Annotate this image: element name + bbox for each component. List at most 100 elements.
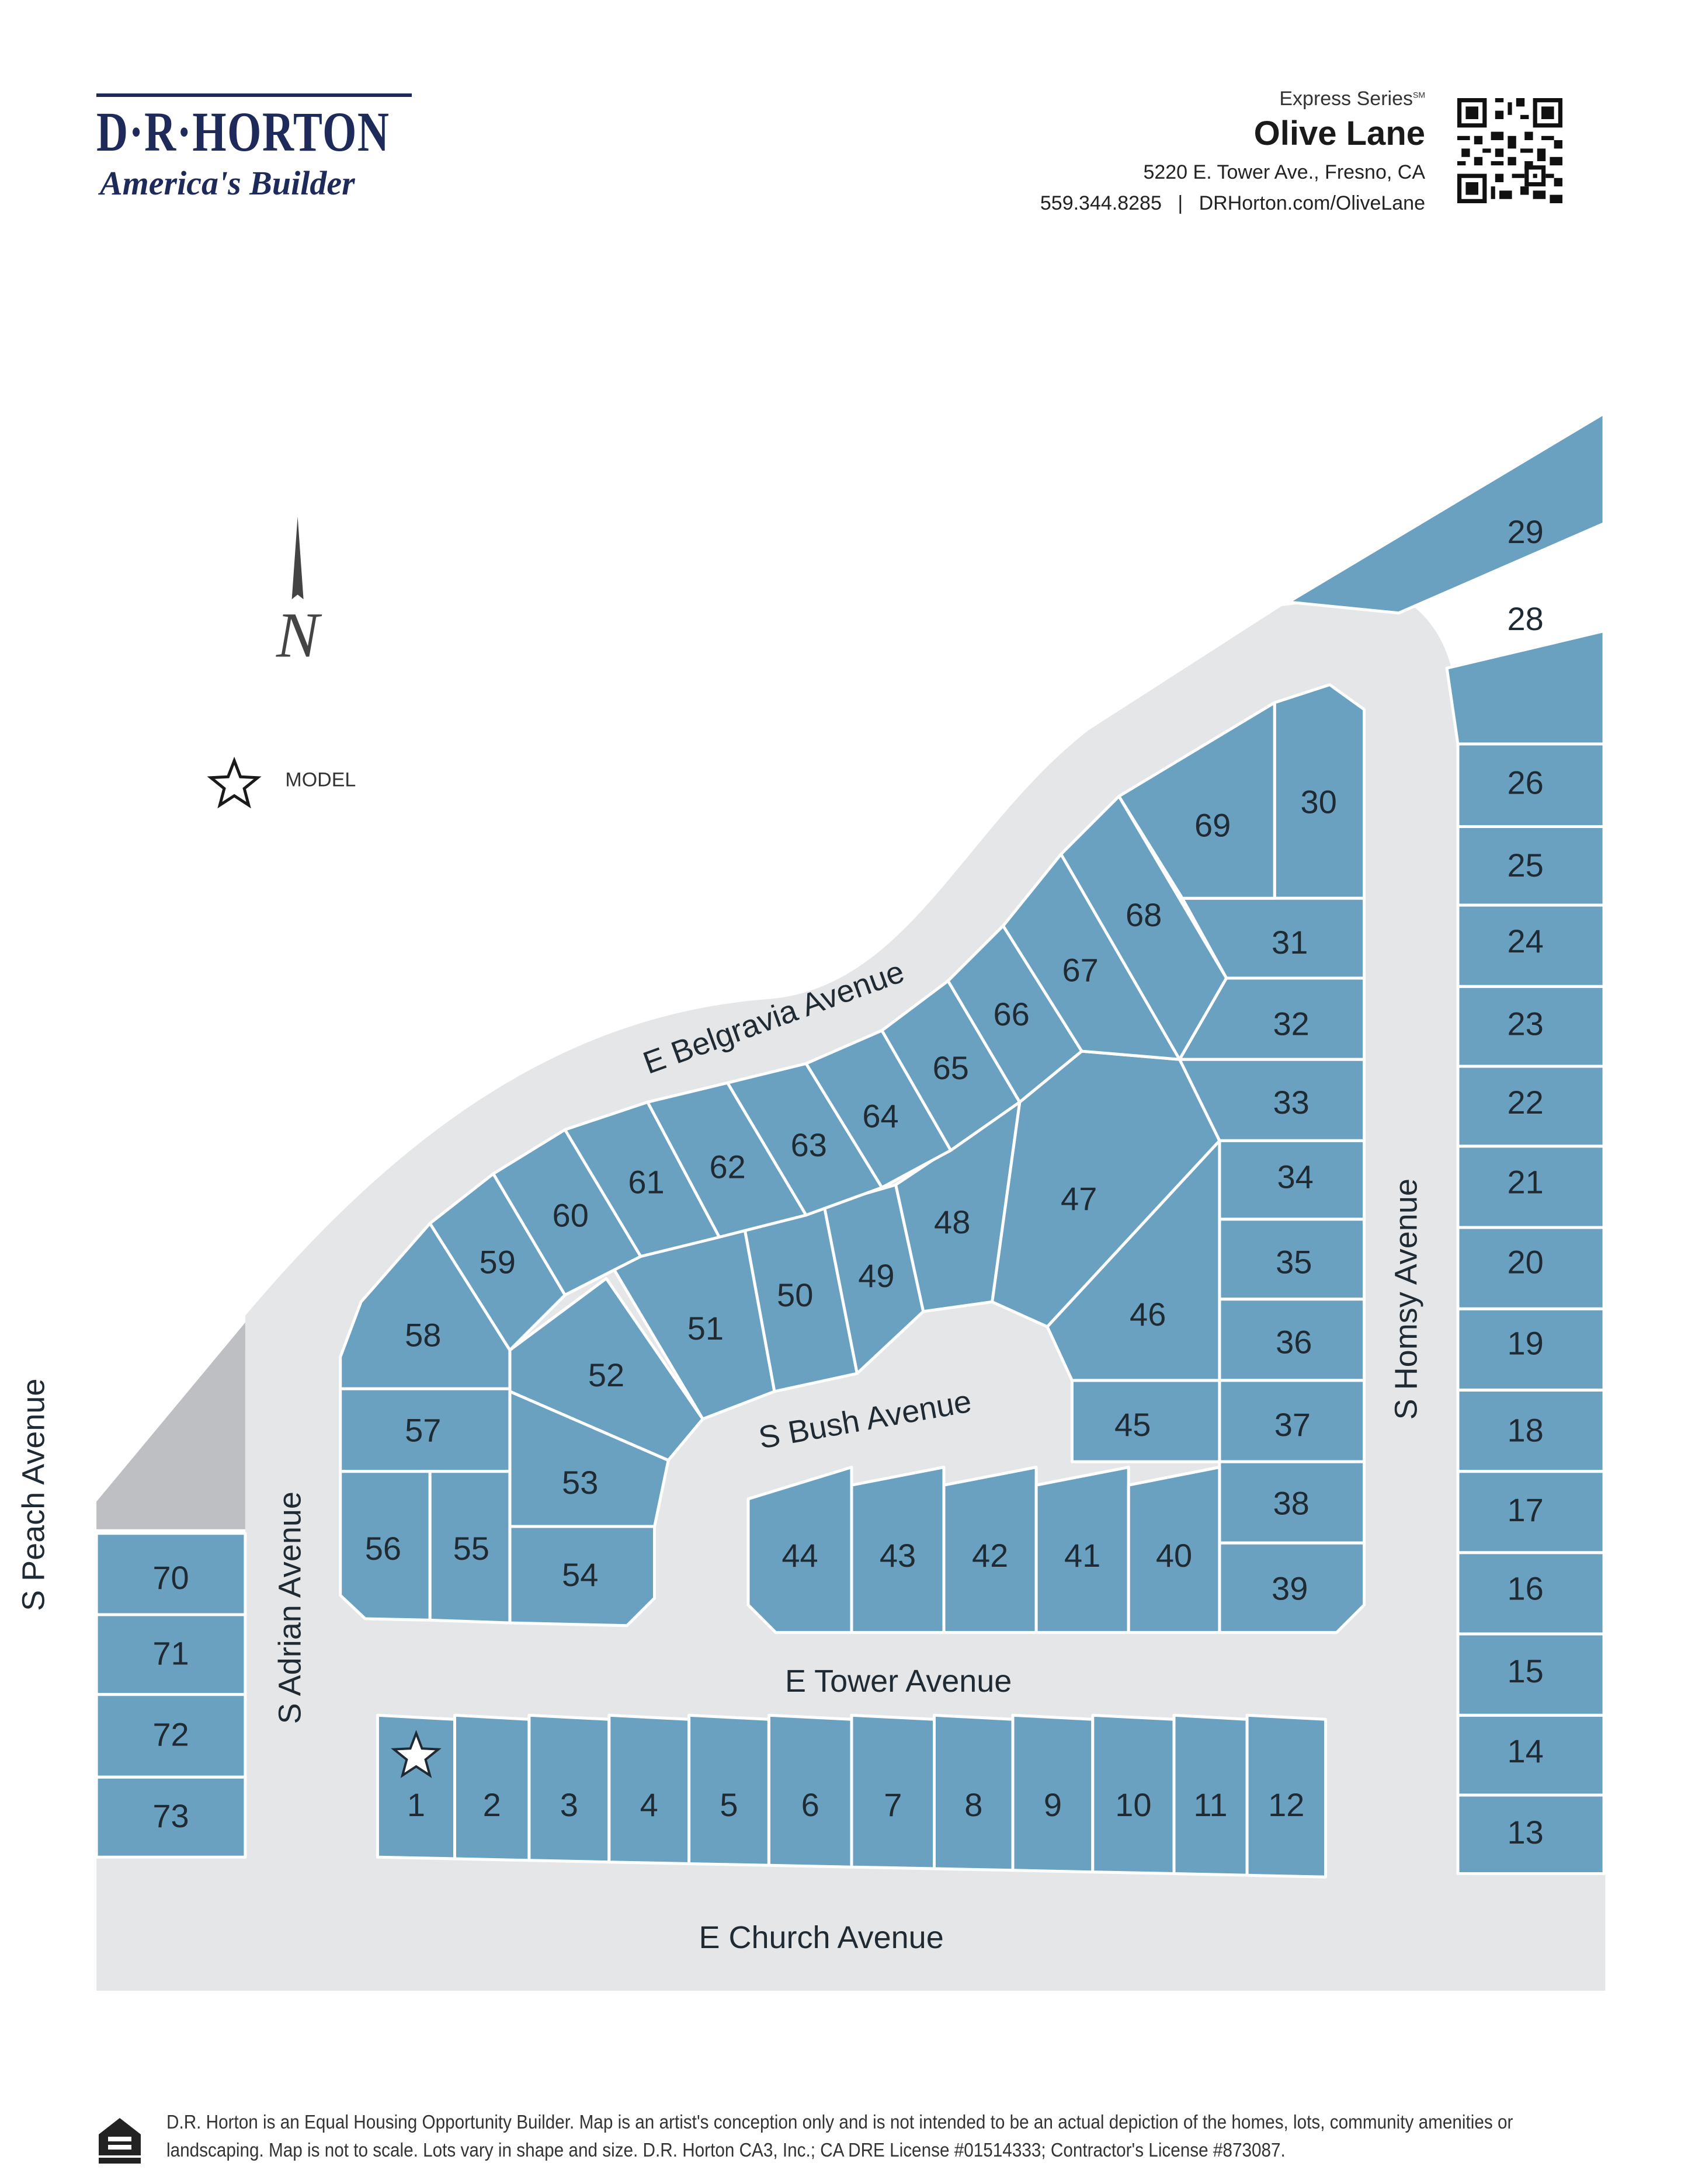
lot-71[interactable]: 71	[95, 1613, 247, 1696]
community-info: Express SeriesSM Olive Lane 5220 E. Towe…	[1040, 88, 1425, 215]
disclaimer: D.R. Horton is an Equal Housing Opportun…	[166, 2108, 1533, 2164]
legend-model-label: MODEL	[285, 769, 356, 791]
lot-72[interactable]: 72	[95, 1693, 247, 1779]
lot-8[interactable]: 8	[933, 1713, 1015, 1872]
lot-4[interactable]: 4	[607, 1713, 691, 1865]
lot-44[interactable]: 44	[746, 1466, 853, 1634]
north-arrow-icon	[291, 516, 304, 600]
lot-17[interactable]: 17	[1456, 1470, 1606, 1554]
lot-64[interactable]: 64	[804, 1029, 953, 1190]
lot-45[interactable]: 45	[1070, 1379, 1221, 1463]
lot-shape[interactable]	[1034, 1466, 1130, 1634]
lot-52[interactable]: 52	[508, 1277, 704, 1462]
lot-66[interactable]: 66	[946, 924, 1083, 1104]
lot-shape[interactable]	[1445, 630, 1606, 746]
lot-number: 11	[1193, 1786, 1227, 1823]
phone-number[interactable]: 559.344.8285	[1040, 192, 1162, 214]
qr-code-icon[interactable]	[1457, 98, 1562, 203]
lot-6[interactable]: 6	[767, 1713, 853, 1869]
lot-19[interactable]: 19	[1456, 1307, 1606, 1392]
street-area-church	[96, 1850, 1606, 1991]
lot-37[interactable]: 37	[1218, 1379, 1366, 1463]
community-name: Olive Lane	[1253, 114, 1425, 152]
lot-29[interactable]: 29	[1287, 412, 1606, 615]
lot-68[interactable]: 68	[1060, 795, 1228, 1061]
lot-65[interactable]: 65	[880, 979, 1022, 1152]
lot-shape[interactable]	[942, 1466, 1038, 1634]
lot-24[interactable]: 24	[1456, 903, 1606, 988]
lot-shape[interactable]	[746, 1466, 853, 1634]
lot-9[interactable]: 9	[1011, 1713, 1095, 1874]
lot-shape[interactable]	[95, 1775, 247, 1859]
lot-number: 2	[483, 1786, 501, 1823]
lot-57[interactable]: 57	[339, 1387, 512, 1473]
lot-number: 37	[1274, 1406, 1311, 1443]
lot-34[interactable]: 34	[1218, 1139, 1366, 1221]
lot-40[interactable]: 40	[1127, 1466, 1221, 1634]
lot-70[interactable]: 70	[95, 1532, 247, 1616]
lot-41[interactable]: 41	[1034, 1466, 1130, 1634]
lot-39[interactable]: 39	[1218, 1541, 1366, 1634]
lot-61[interactable]: 61	[563, 1100, 721, 1258]
series-label: Express SeriesSM	[1279, 88, 1425, 110]
lot-25[interactable]: 25	[1456, 825, 1606, 907]
lot-10[interactable]: 10	[1091, 1713, 1176, 1875]
lot-3[interactable]: 3	[527, 1713, 611, 1864]
lot-22[interactable]: 22	[1456, 1065, 1606, 1148]
lot-shape[interactable]	[1287, 412, 1606, 615]
lot-13[interactable]: 13	[1456, 1793, 1606, 1875]
lot-number: 15	[1507, 1653, 1543, 1689]
lot-58[interactable]: 58	[339, 1222, 512, 1390]
lot-69[interactable]: 69	[1117, 701, 1276, 900]
lot-14[interactable]: 14	[1456, 1713, 1606, 1797]
lot-55[interactable]: 55	[428, 1470, 512, 1625]
lot-shape[interactable]	[1245, 1713, 1327, 1879]
lot-number: 64	[862, 1097, 898, 1134]
lot-shape[interactable]	[1060, 795, 1228, 1061]
lot-32[interactable]: 32	[1178, 976, 1366, 1061]
lot-36[interactable]: 36	[1218, 1298, 1366, 1382]
lot-number: 16	[1507, 1570, 1543, 1607]
lot-16[interactable]: 16	[1456, 1551, 1606, 1636]
lot-38[interactable]: 38	[1218, 1460, 1366, 1545]
street-label-homsy: S Homsy Avenue	[1388, 1178, 1423, 1420]
lot-number: 44	[782, 1537, 818, 1574]
lot-number: 61	[628, 1164, 664, 1201]
lot-20[interactable]: 20	[1456, 1226, 1606, 1310]
lot-42[interactable]: 42	[942, 1466, 1038, 1634]
lot-number: 41	[1064, 1537, 1100, 1574]
lot-5[interactable]: 5	[687, 1713, 770, 1867]
lot-15[interactable]: 15	[1456, 1632, 1606, 1717]
lot-18[interactable]: 18	[1456, 1388, 1606, 1473]
lot-35[interactable]: 35	[1218, 1218, 1366, 1301]
website-link[interactable]: DRHorton.com/OliveLane	[1199, 192, 1425, 214]
lot-23[interactable]: 23	[1456, 985, 1606, 1068]
lot-number: 50	[777, 1277, 813, 1313]
lot-12[interactable]: 12	[1245, 1713, 1327, 1879]
lot-number: 12	[1268, 1786, 1304, 1823]
lot-43[interactable]: 43	[850, 1466, 946, 1634]
equal-housing-icon	[99, 2118, 141, 2164]
lot-28[interactable]: 28	[1445, 600, 1606, 746]
lot-7[interactable]: 7	[850, 1713, 936, 1870]
lot-21[interactable]: 21	[1456, 1145, 1606, 1229]
lot-number: 3	[560, 1786, 578, 1823]
lot-number: 72	[152, 1716, 189, 1753]
lot-56[interactable]: 56	[339, 1470, 432, 1622]
lot-54[interactable]: 54	[508, 1525, 657, 1627]
lot-number: 23	[1507, 1005, 1543, 1042]
lot-2[interactable]: 2	[453, 1713, 531, 1862]
lot-number: 9	[1044, 1786, 1062, 1823]
lot-73[interactable]: 73	[95, 1775, 247, 1859]
lot-26[interactable]: 26	[1456, 742, 1606, 828]
lot-number: 56	[365, 1530, 401, 1567]
lot-number: 43	[880, 1537, 916, 1574]
lot-shape[interactable]	[850, 1466, 946, 1634]
lot-30[interactable]: 30	[1273, 683, 1366, 900]
lot-number: 62	[709, 1149, 745, 1185]
lot-shape[interactable]	[1127, 1466, 1221, 1634]
lot-number: 8	[964, 1786, 982, 1823]
lot-11[interactable]: 11	[1172, 1713, 1249, 1877]
lot-shape[interactable]	[1117, 701, 1276, 900]
street-label-peach: S Peach Avenue	[16, 1379, 51, 1611]
